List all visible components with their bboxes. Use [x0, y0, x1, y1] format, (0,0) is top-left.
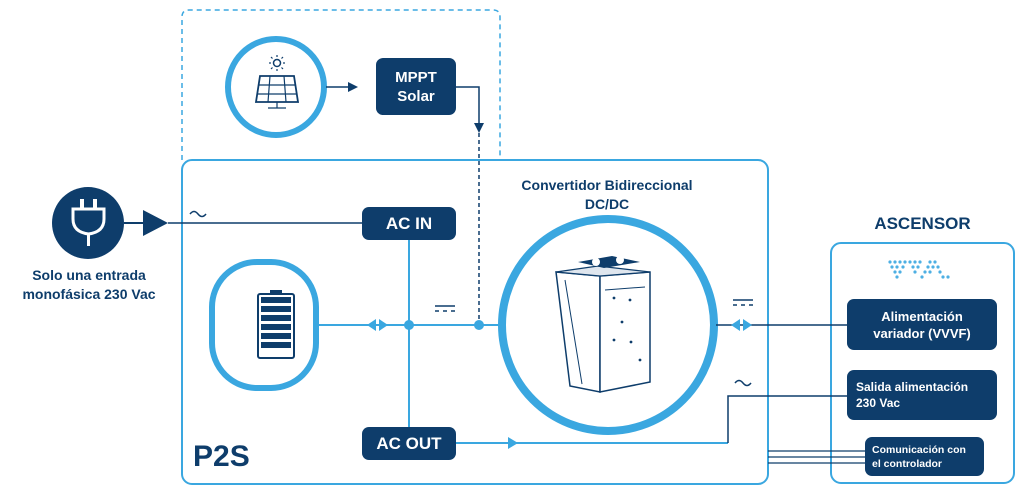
grid-input-label-line2: monofásica 230 Vac: [22, 286, 156, 302]
salida-line1: Salida alimentación: [856, 380, 969, 394]
ac-out-box: AC OUT: [362, 427, 456, 460]
bidirectional-arrow-icon: [367, 319, 388, 331]
mppt-to-bus-line: [455, 86, 480, 124]
solar-to-mppt-arrow: [348, 82, 358, 92]
comunicacion-box: Comunicación con el controlador: [865, 437, 984, 476]
converter-title-line2: DC/DC: [584, 196, 630, 212]
comunicacion-line1: Comunicación con: [872, 443, 966, 456]
p2s-frame: [181, 159, 769, 485]
mppt-line1: MPPT: [395, 68, 437, 86]
ac-out-label: AC OUT: [376, 433, 442, 453]
converter-title-line1: Convertidor Bidireccional: [521, 177, 693, 193]
mppt-to-bus-arrow: [474, 123, 484, 133]
mppt-solar-box: MPPT Solar: [376, 58, 456, 115]
grid-input-label: Solo una entrada monofásica 230 Vac: [4, 266, 174, 304]
ac-in-label: AC IN: [385, 213, 433, 233]
comunicacion-line2: el controlador: [872, 457, 943, 470]
ascensor-title: ASCENSOR: [874, 214, 971, 233]
converter-unit-icon: [498, 215, 718, 435]
ac-tilde-icon: [189, 210, 207, 218]
salida-line2: 230 Vac: [856, 396, 901, 410]
bidirectional-arrow-icon: [731, 319, 752, 331]
converter-title: Convertidor Bidireccional DC/DC: [496, 176, 718, 214]
ac-in-box: AC IN: [362, 207, 456, 240]
ac-out-arrow: [508, 437, 518, 449]
solar-panel-icon: [225, 36, 327, 138]
bus-node-2: [474, 320, 484, 330]
solar-enclosure: [181, 9, 501, 160]
salida-alimentacion-box: Salida alimentación 230 Vac: [847, 370, 997, 420]
mppt-line2: Solar: [397, 87, 435, 105]
grid-input-label-line1: Solo una entrada: [32, 267, 146, 283]
ascensor-frame: [830, 242, 1015, 484]
communication-lines: [768, 450, 866, 464]
battery-icon: [209, 259, 319, 391]
ascensor-logo-icon: [888, 260, 950, 279]
p2s-label: P2S: [193, 440, 250, 473]
ac-out-to-ascensor-line: [727, 395, 850, 443]
plug-icon: [52, 187, 124, 259]
ac-tilde-icon: [734, 379, 752, 387]
grid-input-arrow: [143, 210, 168, 236]
dc-symbol-icon: [435, 305, 455, 312]
variador-line1: Alimentación: [881, 308, 963, 324]
dc-symbol-icon: [733, 299, 753, 306]
alimentacion-variador-box: Alimentación variador (VVVF): [847, 299, 997, 350]
variador-line2: variador (VVVF): [873, 325, 971, 341]
